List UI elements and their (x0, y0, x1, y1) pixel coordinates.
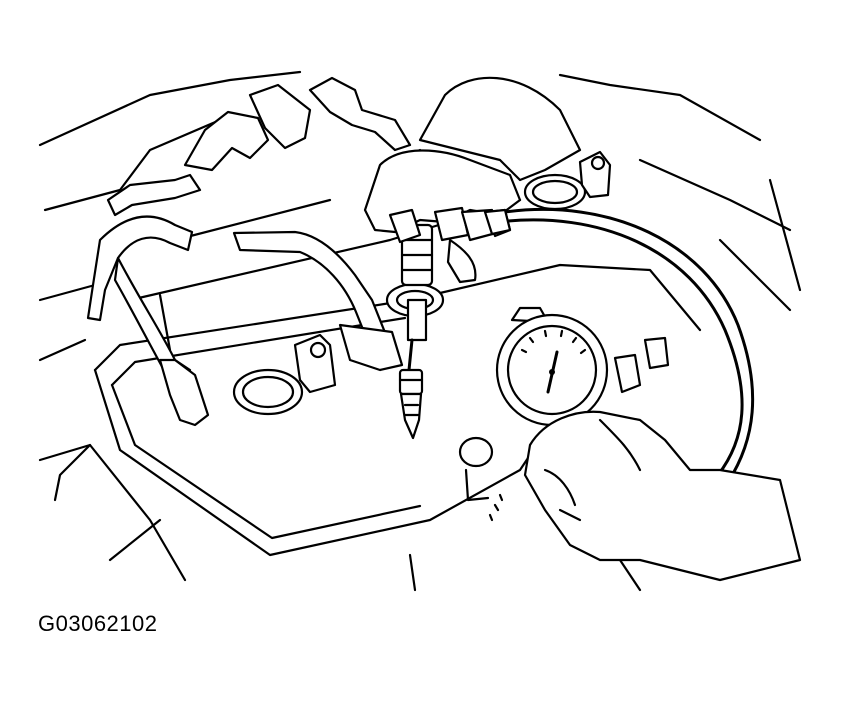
compression-gauge (495, 306, 609, 444)
wire-clips (293, 150, 670, 394)
compression-test-illustration (38, 70, 802, 592)
figure-code: G03062102 (38, 611, 158, 636)
cylinder-head-cover (93, 198, 702, 592)
wire-harness (86, 76, 432, 427)
lower-hand (523, 410, 802, 582)
gauge-adapter (385, 223, 445, 440)
engine-block (38, 70, 802, 592)
spark-plug-holes (232, 173, 587, 502)
upper-hand (363, 76, 582, 284)
